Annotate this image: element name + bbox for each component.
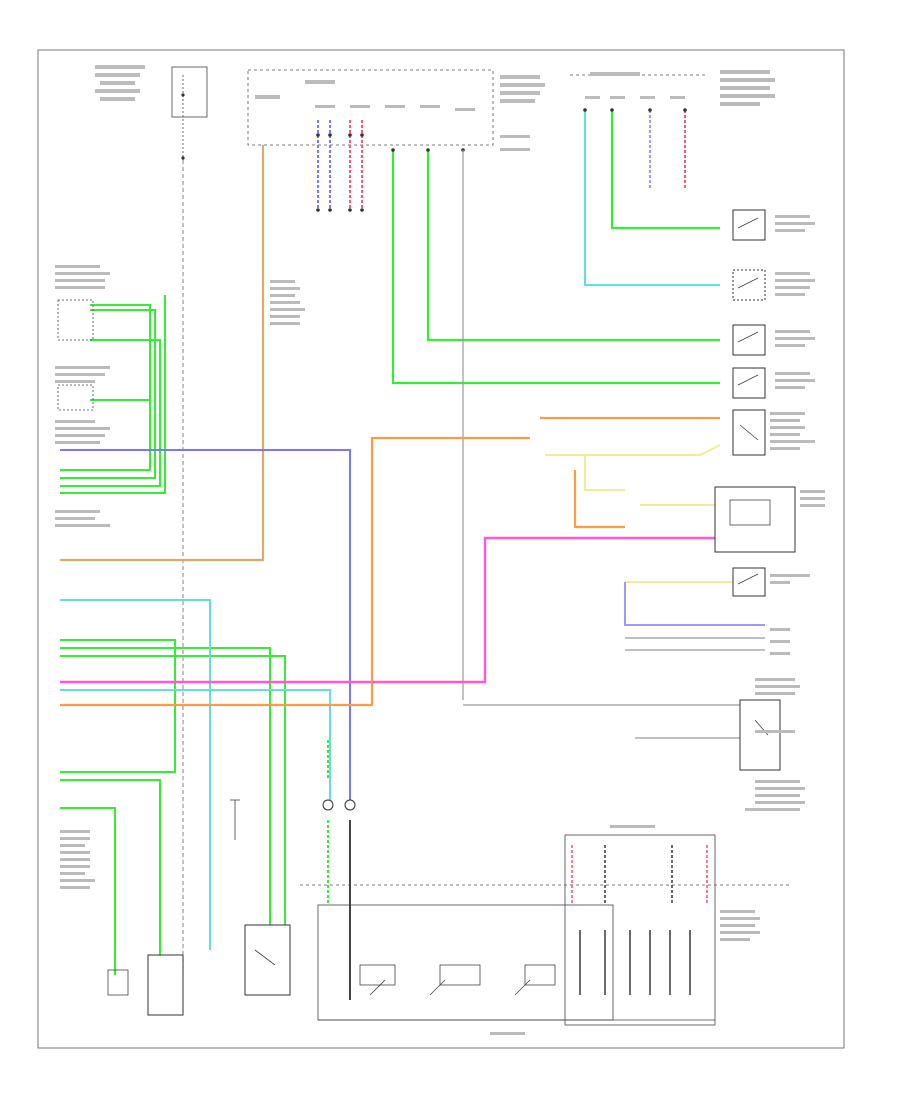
wire-blue-left — [60, 449, 351, 800]
fuse-box-top-left — [95, 65, 208, 970]
bottom-right-wires — [571, 845, 708, 995]
bottom-module-box — [300, 834, 790, 1026]
wire-cyan-lower — [60, 599, 331, 950]
labels-right — [745, 215, 825, 811]
left-components — [57, 299, 291, 1016]
wire-cyan-top — [583, 110, 720, 287]
labels-left — [55, 265, 305, 889]
bottom-green-dashes — [114, 740, 351, 1000]
connector-pins-top — [316, 108, 687, 212]
switch-group-right — [714, 209, 796, 771]
wire-green-left — [60, 295, 286, 975]
transmission-module-box — [570, 70, 775, 106]
gauge-control-box — [247, 69, 545, 151]
bottom-right-labels — [490, 825, 760, 1035]
wire-tan — [60, 145, 265, 562]
wire-orange-lower — [573, 470, 625, 529]
wire-violet-right — [624, 582, 765, 626]
wire-yellow-right — [545, 444, 740, 583]
diagram-frame — [37, 49, 845, 1049]
wire-green-center — [391, 110, 720, 385]
wire-grey-lower-right — [463, 637, 765, 739]
wire-pink — [60, 536, 720, 684]
connector-pairs-top — [317, 110, 686, 210]
wire-orange — [60, 436, 530, 707]
center-connectors — [230, 799, 356, 840]
